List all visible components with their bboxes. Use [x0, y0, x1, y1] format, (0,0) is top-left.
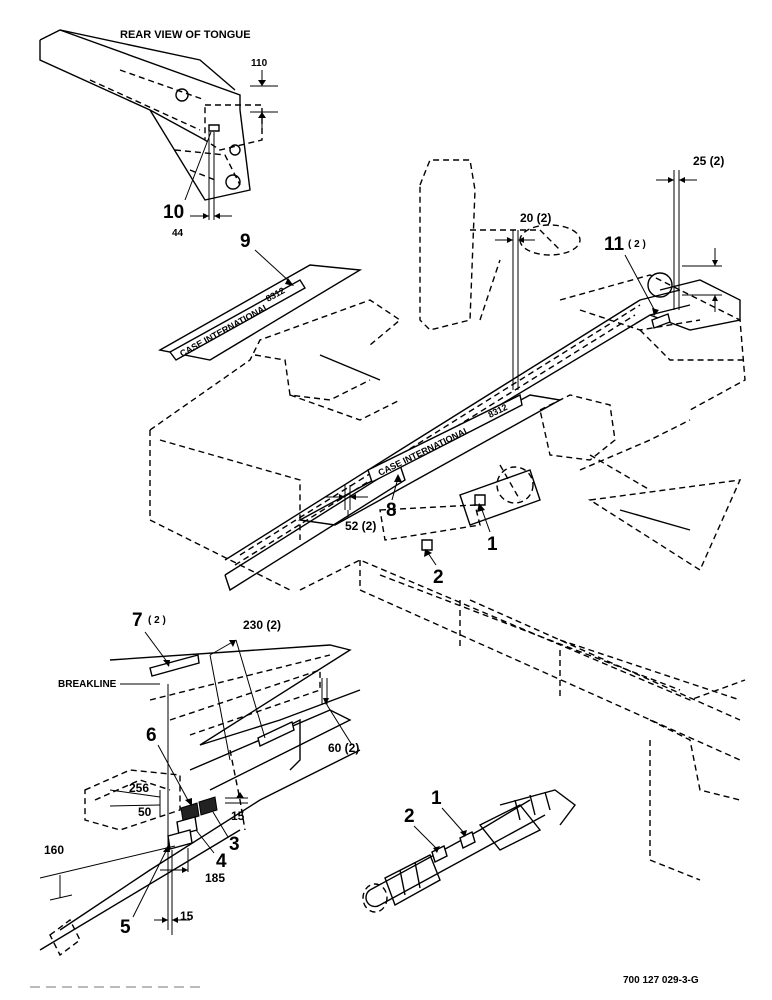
part-number: 700 127 029-3-G	[623, 975, 699, 986]
breakline-label: BREAKLINE	[58, 679, 117, 690]
callout-4: 4	[216, 851, 227, 872]
mower-main-view: CASE INTERNATIONAL 8312 CASE INTERNATION…	[149, 154, 746, 881]
lower-left-detail: BREAKLINE 7 ( 2 ) 230 (2) 60 (2) 6 256 5…	[39, 610, 361, 957]
decal-9-top-shield	[168, 279, 306, 361]
dim-160: 160	[44, 843, 64, 857]
dim-50: 50	[138, 805, 152, 819]
callout-11-qty: ( 2 )	[628, 239, 646, 250]
dim-60: 60 (2)	[328, 741, 359, 755]
dim-185: 185	[205, 871, 225, 885]
decal-1-shaft	[459, 831, 476, 849]
dim-110: 110	[251, 58, 268, 69]
callout-6: 6	[146, 725, 157, 746]
callout-11: 11	[604, 234, 625, 255]
dim-20: 20 (2)	[520, 211, 551, 225]
dim-256: 256	[129, 781, 149, 795]
decal-5	[167, 829, 193, 850]
decal-4	[176, 816, 198, 836]
decal-11-tongue-front	[651, 313, 671, 329]
callout-10: 10	[163, 202, 184, 223]
decal-9-text: CASE INTERNATIONAL	[178, 301, 271, 359]
decal-10-tongue-rear	[208, 124, 220, 132]
rear-view-tongue-inset: REAR VIEW OF TONGUE 110 44 10	[39, 29, 278, 239]
decal-2-driveline	[421, 539, 433, 551]
decal-8-shield	[367, 393, 523, 483]
callout-2: 2	[433, 567, 444, 588]
decal-1-driveline	[474, 494, 486, 506]
decal-7-shield-top	[149, 654, 200, 677]
decal-2-shaft	[431, 845, 448, 863]
dim-52: 52 (2)	[345, 519, 376, 533]
decal-3	[198, 796, 218, 816]
shaft-callout-1: 1	[431, 788, 442, 809]
driveshaft-detail: 2 1	[362, 788, 576, 913]
dim-44: 44	[172, 228, 184, 239]
dim-25: 25 (2)	[693, 154, 724, 168]
callout-9: 9	[240, 231, 251, 252]
decal-7-shield-side	[257, 721, 295, 747]
dim-15-upper: 15	[231, 809, 245, 823]
callout-5: 5	[120, 917, 131, 938]
callout-8: 8	[386, 500, 397, 521]
dim-15-lower: 15	[180, 909, 194, 923]
shaft-callout-2: 2	[404, 806, 415, 827]
callout-7: 7	[132, 610, 143, 631]
callout-3: 3	[229, 834, 240, 855]
callout-1: 1	[487, 534, 498, 555]
inset-title: REAR VIEW OF TONGUE	[120, 29, 251, 41]
callout-7-qty: ( 2 )	[148, 615, 166, 626]
dim-230: 230 (2)	[243, 618, 281, 632]
decal-8-text: CASE INTERNATIONAL	[376, 425, 471, 478]
